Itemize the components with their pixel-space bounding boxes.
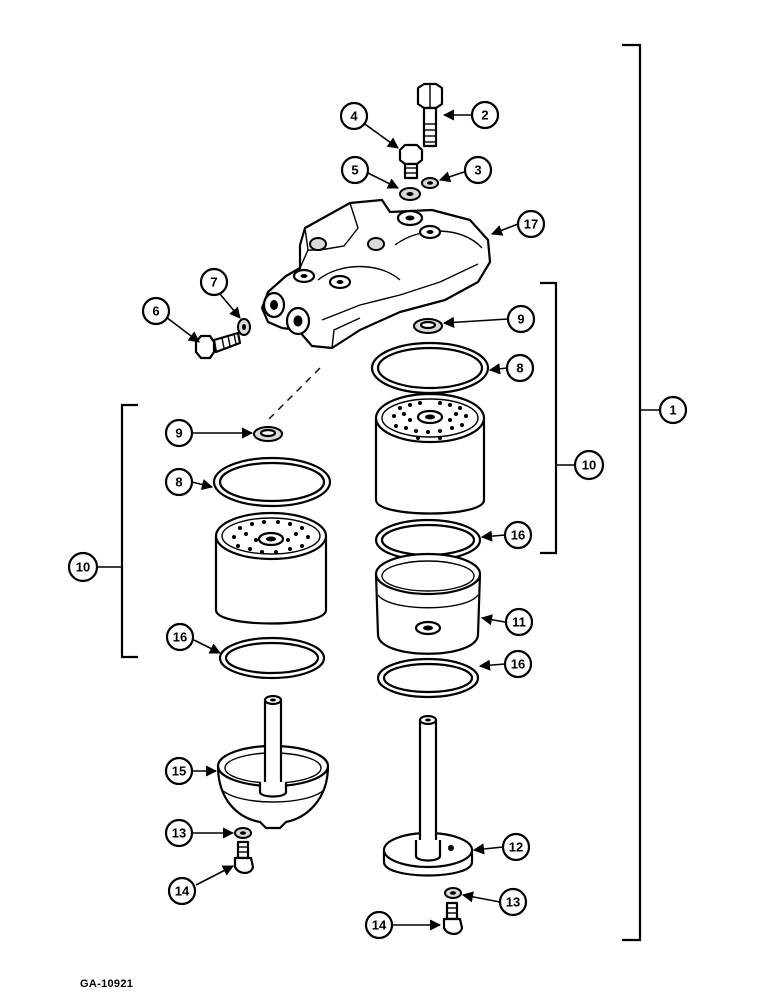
washer-part-5: [399, 187, 421, 201]
leader-lines: [165, 109, 519, 931]
filter-head-part-17: [260, 198, 492, 350]
assembly-bracket: [622, 43, 642, 942]
bolt-part-2: [416, 82, 444, 148]
callout-7: 7: [199, 267, 229, 297]
svg-text:16: 16: [511, 657, 525, 672]
svg-text:9: 9: [517, 312, 524, 327]
svg-text:11: 11: [512, 615, 526, 630]
svg-text:13: 13: [172, 826, 186, 841]
callout-9-left: 9: [164, 418, 194, 448]
svg-text:4: 4: [350, 109, 358, 124]
callout-16-right-lower: 16: [503, 649, 533, 679]
callout-16-left: 16: [165, 622, 195, 652]
o-ring-part-8-left: [212, 456, 332, 508]
callout-4: 4: [339, 101, 369, 131]
callout-14-right: 14: [364, 910, 394, 940]
filter-element-left: [214, 511, 328, 625]
o-ring-part-16-right-upper: [374, 518, 482, 562]
callout-2: 2: [470, 100, 500, 130]
callout-10-left: 10: [67, 551, 99, 583]
base-and-tube-part-12: [382, 714, 474, 877]
svg-text:1: 1: [669, 403, 676, 418]
filter-element-right: [374, 392, 486, 515]
callout-14-left: 14: [167, 876, 197, 906]
svg-text:8: 8: [175, 475, 182, 490]
callout-5: 5: [340, 155, 370, 185]
drain-plug-part-14-right: [442, 901, 464, 936]
callout-12: 12: [501, 832, 531, 862]
callout-13-left: 13: [164, 818, 194, 848]
washer-part-7: [237, 318, 251, 336]
seal-washer-part-9-left: [253, 426, 283, 442]
svg-text:16: 16: [173, 630, 187, 645]
svg-text:10: 10: [582, 458, 596, 473]
bleed-screw-part-4: [398, 143, 424, 180]
o-ring-part-16-right-lower: [376, 657, 480, 699]
svg-text:3: 3: [474, 163, 481, 178]
drain-plug-part-14-left: [233, 840, 255, 875]
callout-6: 6: [141, 296, 171, 326]
bowl-part-11: [374, 552, 482, 655]
washer-part-3: [421, 177, 439, 189]
svg-text:2: 2: [481, 108, 488, 123]
bowl-with-tube-part-15: [216, 694, 330, 830]
callout-11: 11: [504, 607, 534, 637]
callout-16-right-upper: 16: [503, 520, 533, 550]
o-ring-part-8-right: [370, 341, 490, 395]
callout-10-right: 10: [573, 449, 605, 481]
svg-text:17: 17: [524, 217, 538, 232]
svg-text:8: 8: [516, 361, 523, 376]
callout-15: 15: [164, 756, 194, 786]
right-element-bracket: [540, 281, 558, 555]
seal-washer-part-9-right: [413, 318, 443, 334]
svg-text:16: 16: [511, 528, 525, 543]
callout-1: 1: [658, 395, 688, 425]
o-ring-part-16-left: [218, 636, 326, 680]
callout-3: 3: [463, 155, 493, 185]
washer-part-13-left: [234, 827, 252, 839]
svg-text:15: 15: [172, 764, 186, 779]
callout-13-right: 13: [498, 887, 528, 917]
svg-text:5: 5: [351, 163, 358, 178]
svg-text:9: 9: [175, 426, 182, 441]
callout-8-left: 8: [164, 467, 194, 497]
figure-id-label: GA-10921: [80, 978, 134, 990]
svg-text:14: 14: [175, 884, 190, 899]
svg-text:12: 12: [509, 840, 523, 855]
svg-text:13: 13: [506, 895, 520, 910]
callout-9-right: 9: [506, 304, 536, 334]
callout-17: 17: [516, 209, 546, 239]
left-element-bracket: [120, 403, 138, 659]
bolt-part-6: [194, 331, 242, 360]
svg-text:6: 6: [152, 304, 159, 319]
callout-8-right: 8: [505, 353, 535, 383]
washer-part-13-right: [444, 887, 462, 899]
alignment-line: [267, 367, 321, 421]
svg-text:7: 7: [210, 275, 217, 290]
svg-text:14: 14: [372, 918, 387, 933]
svg-text:10: 10: [76, 560, 90, 575]
